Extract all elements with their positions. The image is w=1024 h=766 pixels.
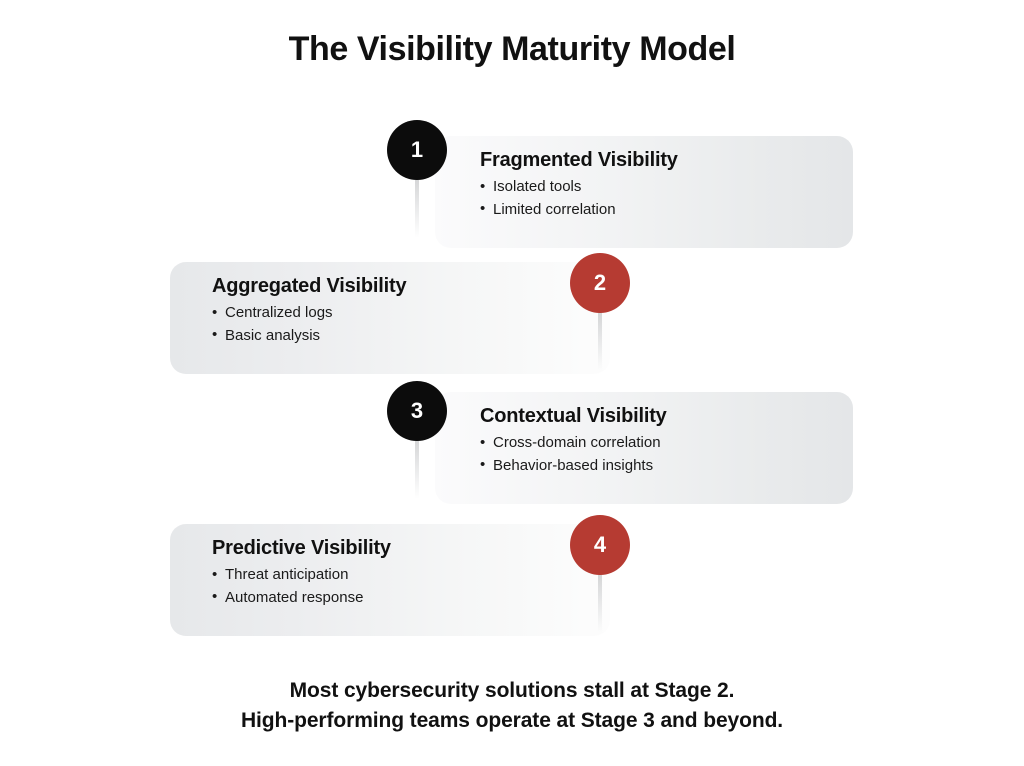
stage-title-2: Aggregated Visibility (212, 275, 407, 297)
stage-title-1: Fragmented Visibility (480, 149, 678, 171)
footer-line-2: High-performing teams operate at Stage 3… (240, 708, 784, 732)
list-item: Limited correlation (480, 198, 678, 222)
stage-bullets-2: Centralized logs Basic analysis (212, 302, 406, 348)
list-item: Basic analysis (212, 324, 406, 348)
footer-note: Most cybersecurity solutions stall at St… (0, 676, 1024, 736)
stage-bullets-1: Isolated tools Limited correlation (480, 176, 678, 222)
stage-pin-2: 2 (570, 253, 630, 371)
stage-badge-3[interactable]: 3 (387, 381, 447, 441)
stage-card-content-2: Aggregated Visibility Centralized logs B… (212, 274, 407, 348)
list-item: Isolated tools (480, 176, 678, 199)
stage-card-content-1: Fragmented Visibility Isolated tools Lim… (480, 148, 678, 222)
pin-stem-icon (415, 176, 419, 238)
list-item: Behavior-based insights (480, 454, 667, 478)
stage-row-4: Predictive Visibility Threat anticipatio… (0, 515, 1024, 644)
stage-title-3: Contextual Visibility (480, 405, 667, 427)
pin-stem-icon (598, 571, 602, 633)
stage-card-1[interactable]: Fragmented Visibility Isolated tools Lim… (435, 136, 853, 248)
stage-row-1: Fragmented Visibility Isolated tools Lim… (0, 120, 1024, 256)
stage-badge-2[interactable]: 2 (570, 253, 630, 313)
list-item: Threat anticipation (212, 564, 391, 587)
stage-pin-3: 3 (387, 381, 447, 499)
pin-stem-icon (598, 309, 602, 371)
list-item: Automated response (212, 586, 391, 610)
stage-row-3: Contextual Visibility Cross-domain corre… (0, 381, 1024, 512)
footer-line-1: Most cybersecurity solutions stall at St… (289, 679, 735, 702)
stage-bullets-3: Cross-domain correlation Behavior-based … (480, 432, 667, 478)
page-title: The Visibility Maturity Model (288, 30, 736, 68)
stage-card-content-3: Contextual Visibility Cross-domain corre… (480, 404, 667, 478)
stage-bullets-4: Threat anticipation Automated response (212, 564, 391, 610)
list-item: Cross-domain correlation (480, 432, 667, 455)
stage-card-2[interactable]: Aggregated Visibility Centralized logs B… (170, 262, 610, 374)
stage-card-content-4: Predictive Visibility Threat anticipatio… (212, 536, 391, 610)
stage-badge-4[interactable]: 4 (570, 515, 630, 575)
stage-card-4[interactable]: Predictive Visibility Threat anticipatio… (170, 524, 610, 636)
stage-row-2: Aggregated Visibility Centralized logs B… (0, 253, 1024, 382)
stage-pin-4: 4 (570, 515, 630, 633)
stage-pin-1: 1 (387, 120, 447, 238)
stage-card-3[interactable]: Contextual Visibility Cross-domain corre… (435, 392, 853, 504)
pin-stem-icon (415, 437, 419, 499)
list-item: Centralized logs (212, 302, 406, 325)
stage-badge-1[interactable]: 1 (387, 120, 447, 180)
stage-title-4: Predictive Visibility (212, 537, 391, 559)
